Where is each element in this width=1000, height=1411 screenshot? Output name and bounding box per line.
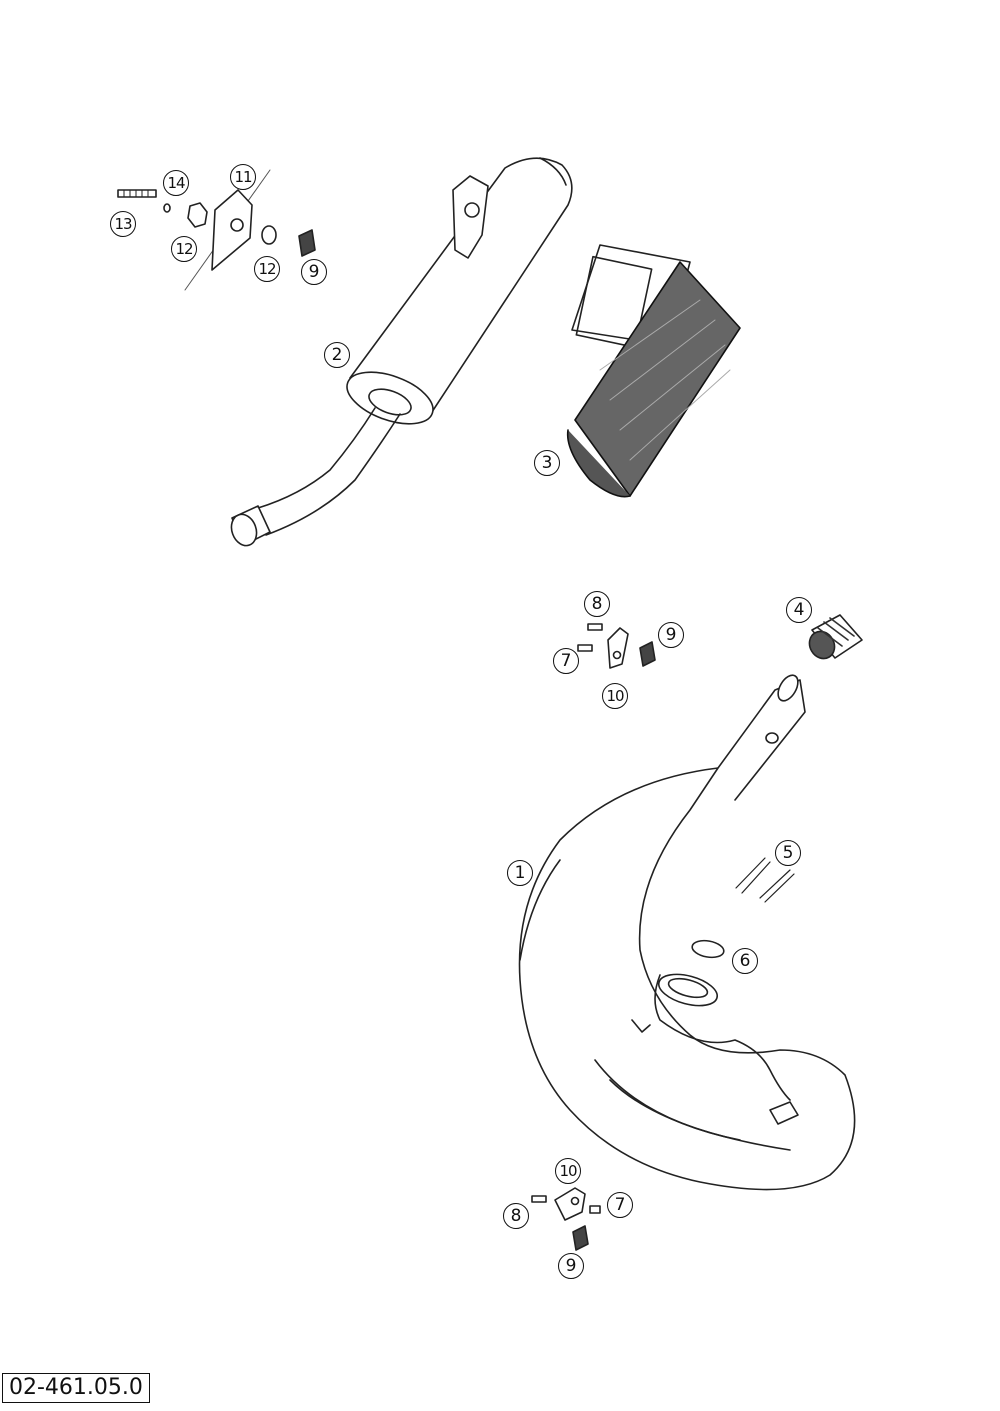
callout-9-lower: 9 — [558, 1253, 584, 1279]
o-ring-part-6 — [691, 939, 725, 959]
callout-8-lower: 8 — [503, 1203, 529, 1229]
springs-part-5 — [735, 857, 795, 903]
exhaust-pipe-part-1 — [518, 674, 856, 1191]
callout-9-upper: 9 — [301, 259, 327, 285]
callout-10-middle: 10 — [602, 683, 628, 709]
callout-10-lower: 10 — [555, 1158, 581, 1184]
mounting-hardware-upper — [117, 169, 316, 291]
callout-3: 3 — [534, 450, 560, 476]
callout-5: 5 — [775, 840, 801, 866]
callout-1: 1 — [507, 860, 533, 886]
callout-12-left: 12 — [171, 236, 197, 262]
callout-2: 2 — [324, 342, 350, 368]
callout-14: 14 — [163, 170, 189, 196]
callout-6: 6 — [732, 948, 758, 974]
callout-4: 4 — [786, 597, 812, 623]
callout-9-middle: 9 — [658, 622, 684, 648]
mounting-hardware-lower — [531, 1187, 601, 1251]
callout-13: 13 — [110, 211, 136, 237]
callout-7-middle: 7 — [553, 648, 579, 674]
mounting-hardware-middle — [577, 623, 656, 669]
callout-11: 11 — [230, 164, 256, 190]
callout-12-right: 12 — [254, 256, 280, 282]
drawing-code-label: 02-461.05.0 — [2, 1373, 150, 1403]
callout-8-middle: 8 — [584, 591, 610, 617]
packing-wool-part-3 — [566, 244, 741, 498]
silencer-part-2 — [230, 157, 573, 547]
callout-7-lower: 7 — [607, 1192, 633, 1218]
spring-sleeve-part-4 — [808, 614, 863, 660]
